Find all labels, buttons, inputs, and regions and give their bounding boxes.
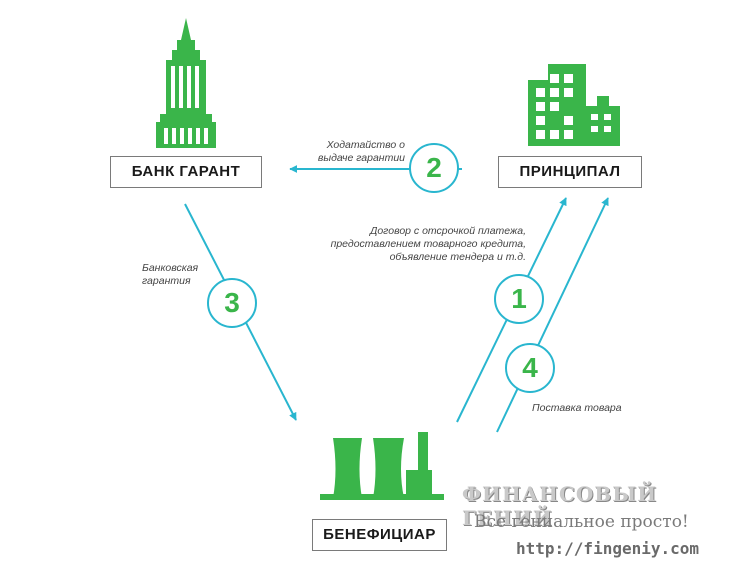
note-step-3-line-1: Банковская	[142, 262, 199, 274]
note-step-3: Банковская гарантия	[142, 262, 242, 288]
watermark-title: ФИНАНСОВЫЙ ГЕНИЙ	[462, 482, 658, 530]
note-step-4: Поставка товара	[532, 402, 622, 414]
step-3-badge: 3	[207, 278, 257, 328]
bank-building-icon	[156, 18, 216, 148]
note-step-2-line-2: выдаче гарантии	[317, 152, 405, 164]
principal-building-icon	[528, 64, 620, 146]
node-principal: ПРИНЦИПАЛ	[498, 156, 642, 188]
arrow-step-4	[496, 197, 609, 433]
note-step-1: Договор с отсрочкой платежа, предоставле…	[300, 225, 526, 264]
note-step-2: Ходатайство о выдаче гарантии	[305, 139, 405, 165]
step-1-badge: 1	[494, 274, 544, 324]
factory-icon	[320, 432, 444, 500]
note-step-1-line-2: предоставлением товарного кредита,	[330, 238, 526, 250]
note-step-1-line-3: объявление тендера и т.д.	[389, 251, 526, 263]
note-step-1-line-1: Договор с отсрочкой платежа,	[369, 225, 526, 237]
node-beneficiary: БЕНЕФИЦИАР	[312, 519, 447, 551]
step-2-badge: 2	[409, 143, 459, 193]
watermark-slogan: Все гениальное просто!	[474, 512, 689, 532]
step-4-badge: 4	[505, 343, 555, 393]
node-bank-guarantor: БАНК ГАРАНТ	[110, 156, 262, 188]
note-step-3-line-2: гарантия	[142, 275, 191, 287]
watermark-url: http://fingeniy.com	[516, 539, 700, 558]
note-step-2-line-1: Ходатайство о	[326, 139, 405, 151]
